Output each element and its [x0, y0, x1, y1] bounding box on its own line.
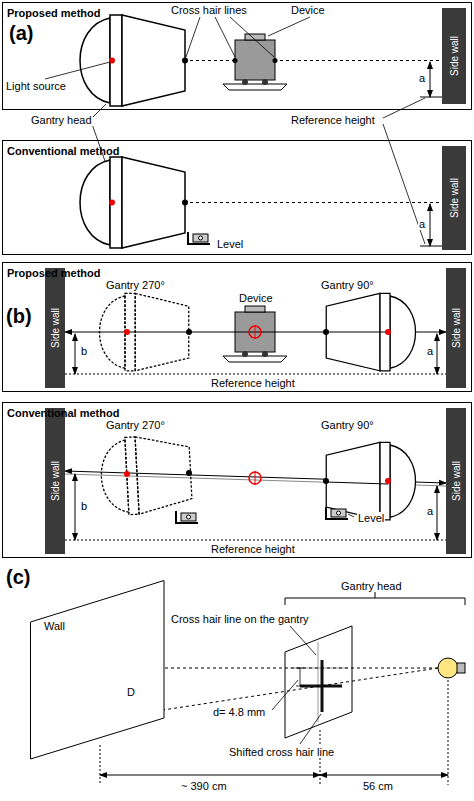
callout-label: Shifted cross hair line — [228, 746, 335, 758]
side-wall: Side wall — [446, 268, 466, 388]
dimension-label: a — [418, 72, 426, 84]
callout-label: Gantry head — [340, 580, 403, 592]
panel-letter: (b) — [5, 305, 33, 327]
gantry-angle: Gantry 90° — [320, 279, 375, 291]
dimension-label: b — [80, 345, 88, 357]
side-wall: Side wall — [45, 408, 65, 554]
wall-shape — [31, 581, 165, 760]
callout-label: Level — [357, 512, 385, 524]
side-wall: Side wall — [446, 408, 466, 554]
panel-heading: Conventional method — [7, 145, 119, 157]
callout-label: Gantry head — [30, 114, 93, 126]
wall-label: Side wall — [451, 308, 462, 348]
panel-heading: Proposed method — [7, 7, 101, 19]
callout-label: Light source — [5, 80, 67, 92]
dimension-label: ~ 390 cm — [180, 780, 228, 792]
gantry-angle: Gantry 90° — [320, 419, 375, 431]
wall-plane: Wall — [30, 580, 165, 760]
callout-label: Level — [216, 238, 244, 250]
callout-label: Cross hair line on the gantry — [170, 613, 310, 625]
dimension-label: a — [418, 218, 426, 230]
callout-label: Reference height — [210, 543, 296, 555]
dimension-label: D — [126, 686, 136, 698]
callout-label: Device — [238, 292, 274, 304]
wall-label: Side wall — [449, 178, 460, 218]
gantry-angle: Gantry 270° — [105, 279, 166, 291]
wall-label: Side wall — [50, 461, 61, 501]
callout-label: Device — [290, 4, 326, 16]
panel-letter: (c) — [5, 566, 31, 588]
dimension-label: a — [426, 345, 434, 357]
wall-label: Side wall — [449, 36, 460, 76]
panel-heading: Proposed method — [7, 267, 101, 279]
wall-label: Side wall — [451, 461, 462, 501]
side-wall: Side wall — [442, 146, 466, 250]
wall-label: Wall — [44, 620, 65, 632]
dimension-label: 56 cm — [362, 780, 394, 792]
gantry-angle: Gantry 270° — [105, 419, 166, 431]
panel-heading: Conventional method — [7, 407, 119, 419]
dimension-label: a — [426, 505, 434, 517]
wall-outline — [30, 580, 165, 760]
callout-label: Reference height — [210, 377, 296, 389]
panel-letter: (a) — [8, 22, 34, 44]
dimension-label: b — [80, 500, 88, 512]
method-panel: Proposed methodSide wall — [2, 2, 472, 110]
method-panel: Conventional methodSide wall Side wall — [2, 402, 472, 558]
side-wall: Side wall — [45, 268, 65, 388]
side-wall: Side wall — [442, 8, 466, 104]
method-panel: Proposed methodSide wall Side wall — [2, 262, 472, 392]
wall-label: Side wall — [50, 308, 61, 348]
dimension-label: d= 4.8 mm — [212, 706, 266, 718]
callout-label: Reference height — [290, 114, 376, 126]
callout-label: Cross hair lines — [170, 4, 248, 16]
